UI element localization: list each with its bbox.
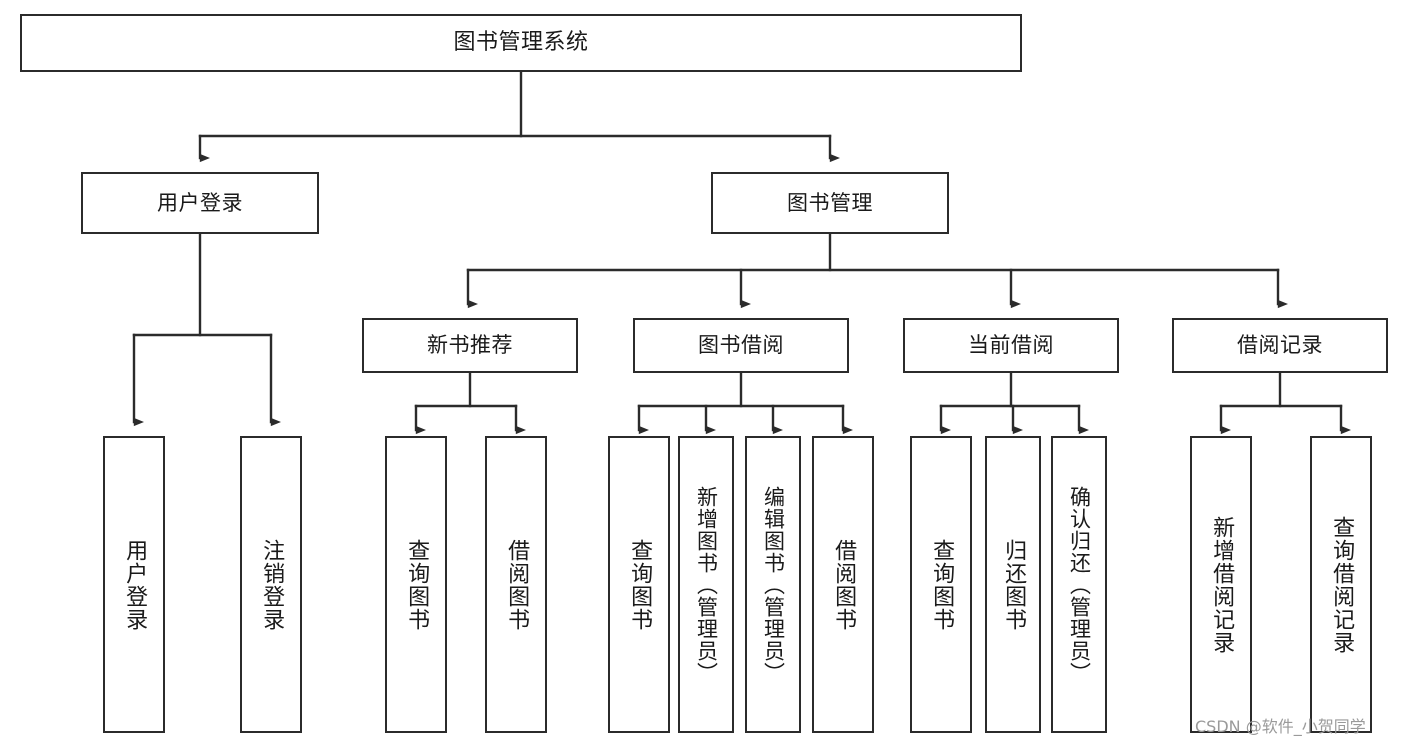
node-leaf-add-borrow-record[interactable]: 新增借阅记录 <box>1190 436 1252 733</box>
node-leaf-label: 编辑图书（管理员） <box>761 485 786 684</box>
node-user-login[interactable]: 用户登录 <box>81 172 319 234</box>
node-leaf-label: 用户登录 <box>122 538 148 631</box>
node-leaf-label: 查询图书 <box>627 538 653 631</box>
node-leaf-label: 确认归还（管理员） <box>1067 485 1092 684</box>
node-leaf-label: 归还图书 <box>1001 538 1027 631</box>
node-leaf-label: 借阅图书 <box>504 538 530 631</box>
node-leaf-logout[interactable]: 注销登录 <box>240 436 302 733</box>
node-root-label: 图书管理系统 <box>453 30 589 56</box>
node-leaf-label: 新增图书（管理员） <box>694 485 719 684</box>
node-leaf-edit-book-admin[interactable]: 编辑图书（管理员） <box>745 436 801 733</box>
node-leaf-query-book-2[interactable]: 查询图书 <box>608 436 670 733</box>
node-user-login-label: 用户登录 <box>157 190 243 215</box>
node-leaf-return-book[interactable]: 归还图书 <box>985 436 1041 733</box>
node-leaf-label: 新增借阅记录 <box>1209 515 1235 654</box>
node-leaf-query-book-1[interactable]: 查询图书 <box>385 436 447 733</box>
node-new-book-recommend-label: 新书推荐 <box>427 333 513 358</box>
node-leaf-label: 注销登录 <box>259 538 285 631</box>
node-book-management[interactable]: 图书管理 <box>711 172 949 234</box>
node-leaf-query-borrow-record[interactable]: 查询借阅记录 <box>1310 436 1372 733</box>
node-leaf-user-login[interactable]: 用户登录 <box>103 436 165 733</box>
node-leaf-label: 查询图书 <box>929 538 955 631</box>
node-leaf-borrow-book-1[interactable]: 借阅图书 <box>485 436 547 733</box>
node-borrow-record[interactable]: 借阅记录 <box>1172 318 1388 373</box>
node-book-borrow[interactable]: 图书借阅 <box>633 318 849 373</box>
node-leaf-add-book-admin[interactable]: 新增图书（管理员） <box>678 436 734 733</box>
node-current-borrow[interactable]: 当前借阅 <box>903 318 1119 373</box>
node-leaf-borrow-book-2[interactable]: 借阅图书 <box>812 436 874 733</box>
node-current-borrow-label: 当前借阅 <box>968 333 1054 358</box>
node-new-book-recommend[interactable]: 新书推荐 <box>362 318 578 373</box>
node-leaf-label: 借阅图书 <box>831 538 857 631</box>
csdn-watermark: CSDN @软件_小贺同学 <box>1195 717 1366 736</box>
node-book-management-label: 图书管理 <box>787 190 873 215</box>
node-leaf-label: 查询图书 <box>404 538 430 631</box>
node-leaf-confirm-return-admin[interactable]: 确认归还（管理员） <box>1051 436 1107 733</box>
node-book-borrow-label: 图书借阅 <box>698 333 784 358</box>
node-leaf-query-book-3[interactable]: 查询图书 <box>910 436 972 733</box>
node-root-system[interactable]: 图书管理系统 <box>20 14 1022 72</box>
node-leaf-label: 查询借阅记录 <box>1329 515 1355 654</box>
node-borrow-record-label: 借阅记录 <box>1237 333 1323 358</box>
